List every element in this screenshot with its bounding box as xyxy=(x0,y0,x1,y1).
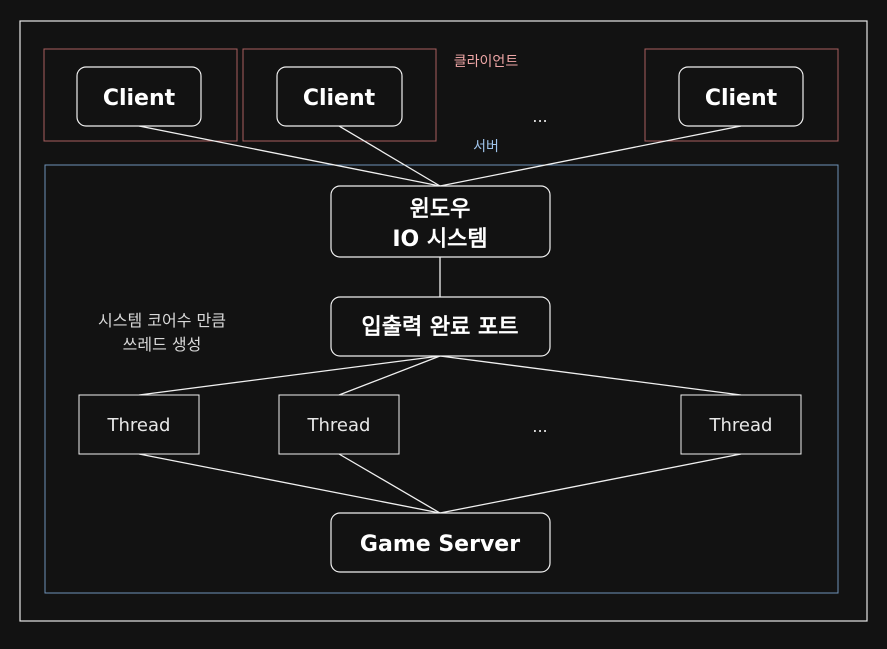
edge-iocp-to-thread-2 xyxy=(338,355,441,396)
iocp-node: 입출력 완료 포트 xyxy=(330,296,551,357)
client-node-2-label: Client xyxy=(303,86,376,111)
edge-thread-3-to-game-server xyxy=(439,453,742,514)
edge-client-1-to-windows-io xyxy=(138,125,441,187)
client-group-box-3 xyxy=(644,48,839,142)
thread-node-2-label: Thread xyxy=(307,415,371,436)
client-node-3-label: Client xyxy=(705,86,778,111)
thread-count-note-line2: 쓰레드 생성 xyxy=(123,335,202,354)
thread-node-3-label: Thread xyxy=(709,415,773,436)
edge-client-2-to-windows-io xyxy=(338,125,441,187)
client-node-1: Client xyxy=(76,66,202,127)
windows-io-label-line1: 윈도우 xyxy=(410,197,471,222)
client-node-3: Client xyxy=(678,66,804,127)
server-group-label: 서버 xyxy=(473,139,499,155)
server-group-box xyxy=(44,164,839,594)
client-group-box-2 xyxy=(242,48,437,142)
iocp-label: 입출력 완료 포트 xyxy=(362,315,519,340)
client-group-box-1 xyxy=(43,48,238,142)
client-group-label: 클라이언트 xyxy=(454,54,519,70)
thread-count-note-line1: 시스템 코어수 만큼 xyxy=(98,311,226,330)
windows-io-system-node: 윈도우 IO 시스템 xyxy=(330,185,551,258)
outer-frame xyxy=(19,20,868,622)
edge-thread-1-to-game-server xyxy=(138,453,441,514)
client-node-1-label: Client xyxy=(103,86,176,111)
thread-node-2: Thread xyxy=(278,394,400,455)
thread-node-1-label: Thread xyxy=(107,415,171,436)
client-ellipsis: ... xyxy=(532,107,547,126)
thread-ellipsis: ... xyxy=(532,417,547,436)
thread-node-1: Thread xyxy=(78,394,200,455)
edge-client-3-to-windows-io xyxy=(439,125,742,187)
game-server-label: Game Server xyxy=(360,532,520,557)
game-server-node: Game Server xyxy=(330,512,551,573)
edge-iocp-to-thread-1 xyxy=(138,355,441,396)
thread-node-3: Thread xyxy=(680,394,802,455)
edge-thread-2-to-game-server xyxy=(338,453,441,514)
edge-iocp-to-thread-3 xyxy=(439,355,742,396)
client-node-2: Client xyxy=(276,66,403,127)
windows-io-label-line2: IO 시스템 xyxy=(392,227,487,252)
